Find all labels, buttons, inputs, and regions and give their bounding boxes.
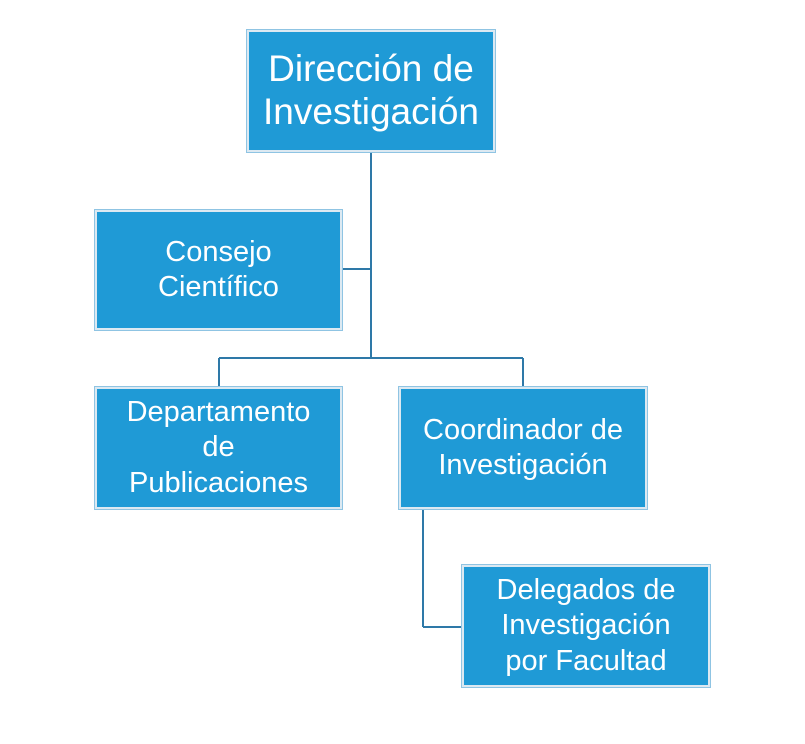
node-label-line: Investigación [438, 449, 608, 481]
node-coordinador-investigacion: Coordinador de Investigación [399, 387, 647, 509]
node-delegados-facultad: Delegados de Investigación por Facultad [462, 565, 710, 687]
node-label-line: Departamento [126, 395, 311, 428]
node-direccion-investigacion: Dirección de Investigación [247, 30, 495, 152]
node-consejo-cientifico: Consejo Científico [95, 210, 342, 330]
node-label-line: Investigación [501, 609, 671, 642]
node-label-line: por Facultad [505, 644, 667, 677]
node-label-line: Dirección de [268, 48, 474, 90]
node-label-line: Delegados de [496, 573, 676, 606]
node-label-line: Científico [158, 271, 279, 303]
node-label-line: Investigación [263, 91, 479, 132]
node-label-line: Coordinador de [423, 413, 623, 446]
node-label-line: Consejo [165, 235, 272, 268]
node-departamento-publicaciones: Departamento de Publicaciones [95, 387, 342, 509]
node-label-line: de [202, 431, 235, 464]
node-label-line: Publicaciones [129, 466, 308, 499]
